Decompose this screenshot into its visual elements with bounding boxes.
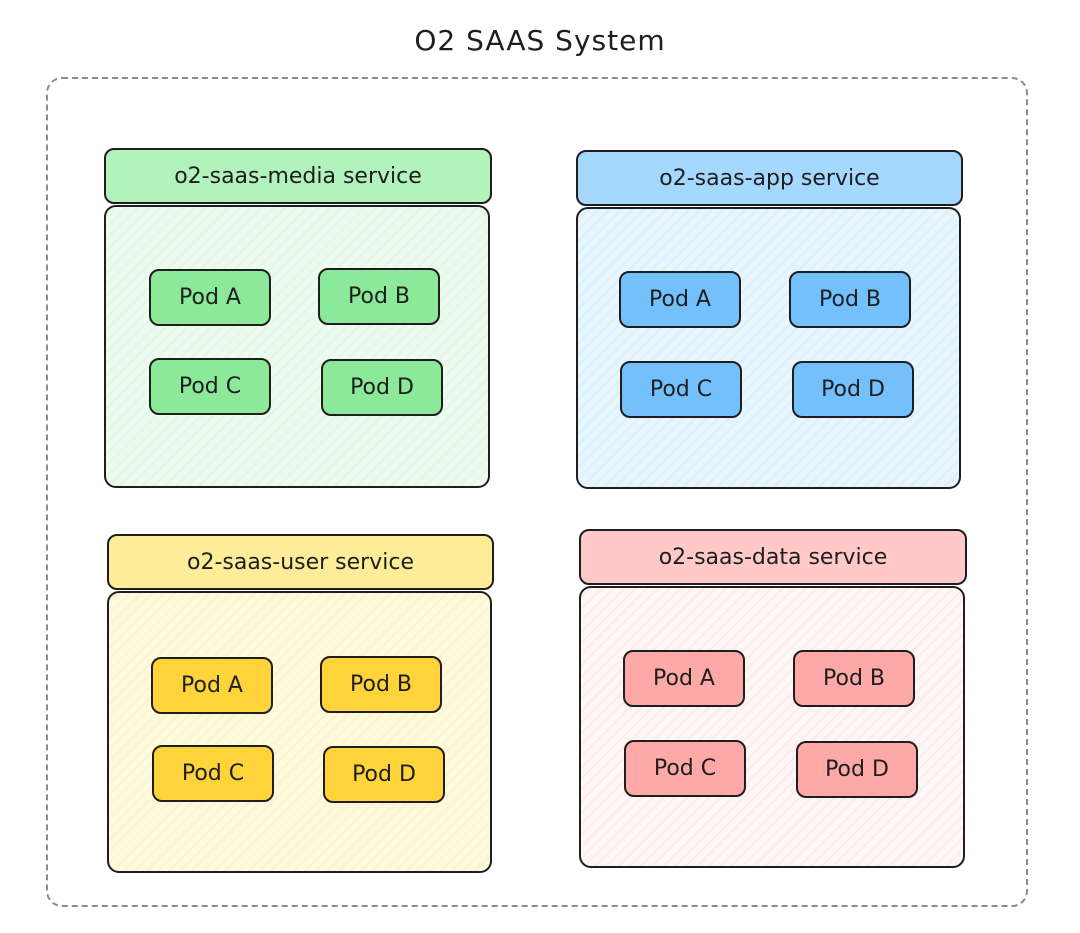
service-app-pod-c: Pod C (620, 361, 742, 418)
service-user-body (107, 591, 492, 873)
service-data-body (579, 586, 965, 868)
service-app-body (576, 207, 961, 489)
service-user-pod-a: Pod A (151, 657, 273, 714)
service-app-pod-d: Pod D (792, 361, 914, 418)
service-data-pod-b: Pod B (793, 650, 915, 707)
system-title: O2 SAAS System (414, 24, 666, 57)
service-media-body (104, 205, 490, 488)
service-user-header: o2-saas-user service (107, 534, 494, 590)
service-media-header: o2-saas-media service (104, 148, 492, 204)
service-app-pod-a: Pod A (619, 271, 741, 328)
service-media-pod-c: Pod C (149, 358, 271, 415)
system-boundary (46, 77, 1028, 907)
service-media-pod-a: Pod A (149, 269, 271, 326)
service-data-pod-d: Pod D (796, 741, 918, 798)
service-media-pod-b: Pod B (318, 268, 440, 325)
service-app-header: o2-saas-app service (576, 150, 963, 206)
service-user-pod-b: Pod B (320, 656, 442, 713)
service-data-pod-a: Pod A (623, 650, 745, 707)
service-app-pod-b: Pod B (789, 271, 911, 328)
service-user-pod-c: Pod C (152, 745, 274, 802)
service-media-pod-d: Pod D (321, 359, 443, 416)
service-user-pod-d: Pod D (323, 746, 445, 803)
service-data-pod-c: Pod C (624, 740, 746, 797)
service-data-header: o2-saas-data service (579, 529, 967, 585)
